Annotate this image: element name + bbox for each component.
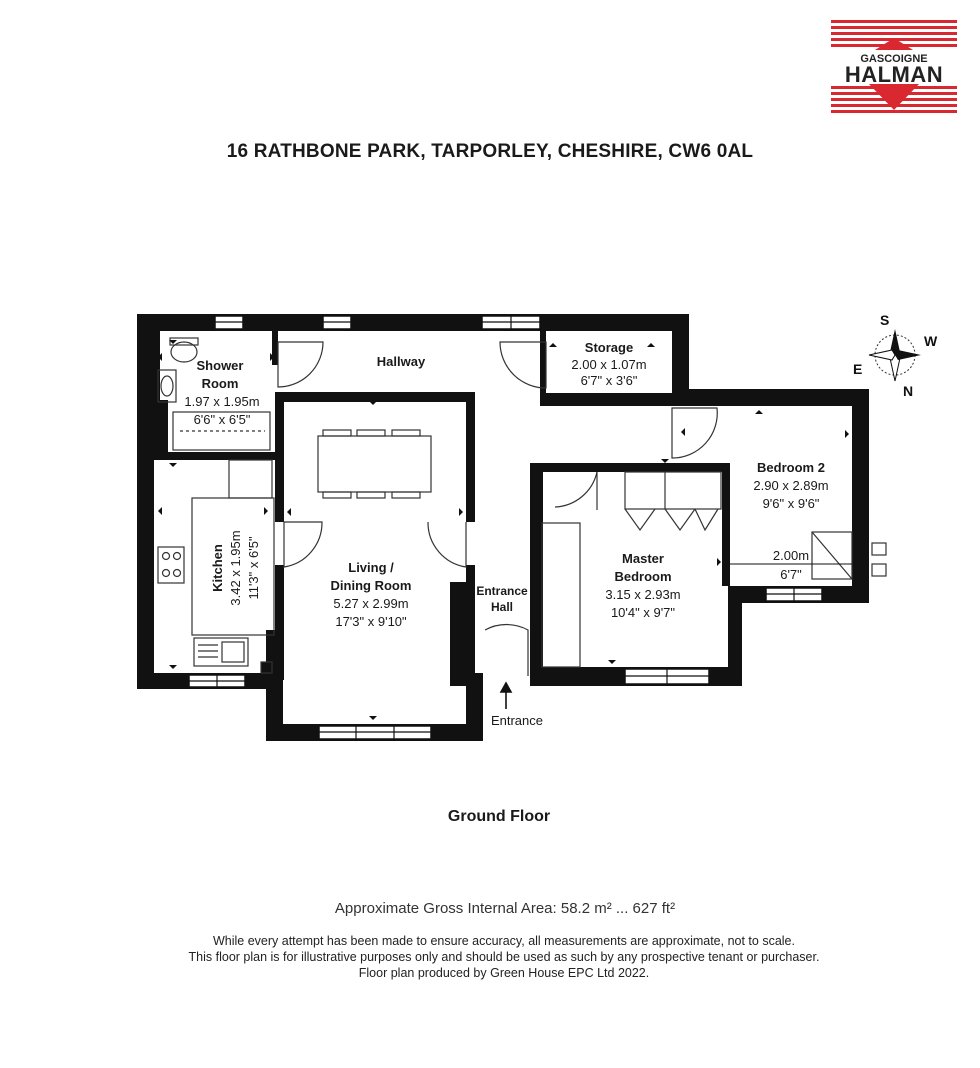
living-imperial: 17'3" x 9'10" [335, 614, 407, 629]
compass-rose: S W E N [853, 312, 938, 399]
living-metric: 5.27 x 2.99m [333, 596, 408, 611]
bedroom2-metric: 2.90 x 2.89m [753, 478, 828, 493]
storage-name: Storage [585, 340, 633, 355]
bedroom2-extra-imperial: 6'7" [780, 567, 802, 582]
disclaimer-line: This floor plan is for illustrative purp… [188, 950, 820, 964]
window-mullions [189, 316, 822, 739]
logo-diamond-top [875, 38, 913, 50]
compass-e: E [853, 361, 862, 377]
shower-room-metric: 1.97 x 1.95m [184, 394, 259, 409]
entrance-arrow [499, 681, 513, 709]
page-title: 16 RATHBONE PARK, TARPORLEY, CHESHIRE, C… [226, 141, 754, 162]
kitchen-imperial: 11'3" x 6'5" [246, 536, 261, 599]
door-swings [277, 341, 718, 676]
floor-label: Ground Floor [447, 808, 551, 825]
living-name-1: Living / [348, 560, 394, 575]
master-imperial: 10'4" x 9'7" [611, 605, 675, 620]
fixtures [157, 337, 887, 674]
bedroom2-name: Bedroom 2 [757, 460, 825, 475]
logo-band [829, 50, 959, 84]
entrance-hall-name-2: Hall [491, 600, 513, 614]
bedroom2-extra-metric: 2.00m [773, 548, 809, 563]
kitchen-name: Kitchen [210, 544, 225, 592]
dimension-arrows [158, 340, 849, 720]
disclaimer: While every attempt has been made to ens… [0, 933, 980, 981]
logo-line2: HALMAN [845, 62, 943, 87]
storage-imperial: 6'7" x 3'6" [581, 373, 638, 388]
gross-area: Approximate Gross Internal Area: 58.2 m²… [334, 900, 676, 917]
disclaimer-line: While every attempt has been made to ens… [212, 934, 795, 948]
floor-plan: S W E N Shower Room 1.97 x 1.95m 6'6" x … [137, 312, 938, 741]
kitchen-metric: 3.42 x 1.95m [228, 530, 243, 605]
logo-diamond-bottom [869, 84, 919, 110]
compass-w: W [924, 333, 938, 349]
shower-room-name-1: Shower [197, 358, 244, 373]
compass-n: N [903, 383, 913, 399]
storage-metric: 2.00 x 1.07m [571, 357, 646, 372]
shower-room-name-2: Room [202, 376, 239, 391]
company-logo: GASCOIGNE HALMAN [829, 20, 959, 113]
bedroom2-imperial: 9'6" x 9'6" [763, 496, 820, 511]
master-metric: 3.15 x 2.93m [605, 587, 680, 602]
entrance-label: Entrance [491, 713, 543, 728]
shower-room-imperial: 6'6" x 6'5" [194, 412, 251, 427]
disclaimer-line: Floor plan produced by Green House EPC L… [358, 966, 650, 980]
compass-s: S [880, 312, 889, 328]
walls [137, 314, 869, 741]
living-name-2: Dining Room [331, 578, 412, 593]
entrance-hall-name-1: Entrance [476, 584, 528, 598]
master-name-2: Bedroom [614, 569, 671, 584]
hallway-name: Hallway [377, 354, 426, 369]
logo-line1: GASCOIGNE [860, 53, 927, 65]
master-name-1: Master [622, 551, 664, 566]
